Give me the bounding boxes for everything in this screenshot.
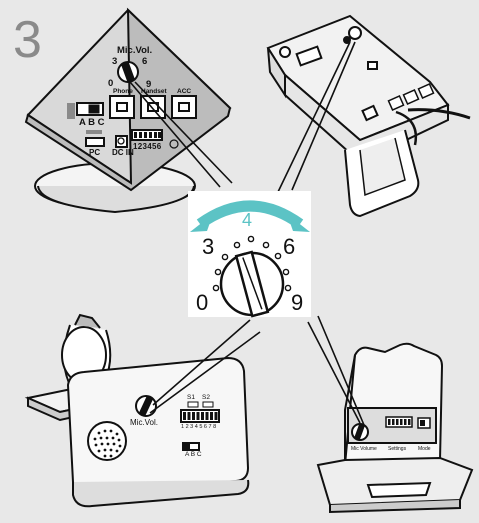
port-label-phone: Phone (113, 89, 133, 96)
port-label-acc: ACC (177, 89, 191, 96)
step-number: 3 (13, 14, 42, 66)
port-label-handset: Handset (141, 89, 167, 96)
bottom-left-s1-label: S1 (187, 395, 195, 402)
dial-mark-6: 6 (283, 236, 295, 258)
bottom-left-s2-label: S2 (202, 395, 210, 402)
dial-mark-3: 3 (202, 236, 214, 258)
bottom-left-dip-numbers: 1 2 3 4 5 6 7 8 (181, 425, 216, 431)
bottom-right-mic-volume-label: Mic Volume (351, 447, 377, 452)
top-left-mic-vol-label: Mic.Vol. (117, 46, 152, 56)
bottom-right-mode-label: Mode (418, 447, 431, 452)
bottom-right-settings-label: Settings (388, 447, 406, 452)
top-left-switch-label: A B C (79, 118, 105, 128)
dial-mark-9: 9 (291, 292, 303, 314)
top-left-dip-numbers: 123456 (133, 143, 162, 151)
top-left-dial-mark-6: 6 (142, 57, 147, 67)
dial-current-value: 4 (242, 211, 252, 229)
bottom-left-mic-vol-label: Mic.Vol. (130, 419, 158, 427)
bottom-left-switch-label: A B C (185, 452, 202, 459)
bottom-left-base-drawing (28, 315, 248, 506)
top-left-dial-mark-3: 3 (112, 57, 117, 67)
dial-mark-0: 0 (196, 292, 208, 314)
dc-in-label: DC IN (112, 149, 134, 157)
top-left-base-drawing (26, 10, 230, 212)
top-right-base-drawing (268, 16, 470, 216)
pc-port-label: PC (89, 149, 100, 157)
